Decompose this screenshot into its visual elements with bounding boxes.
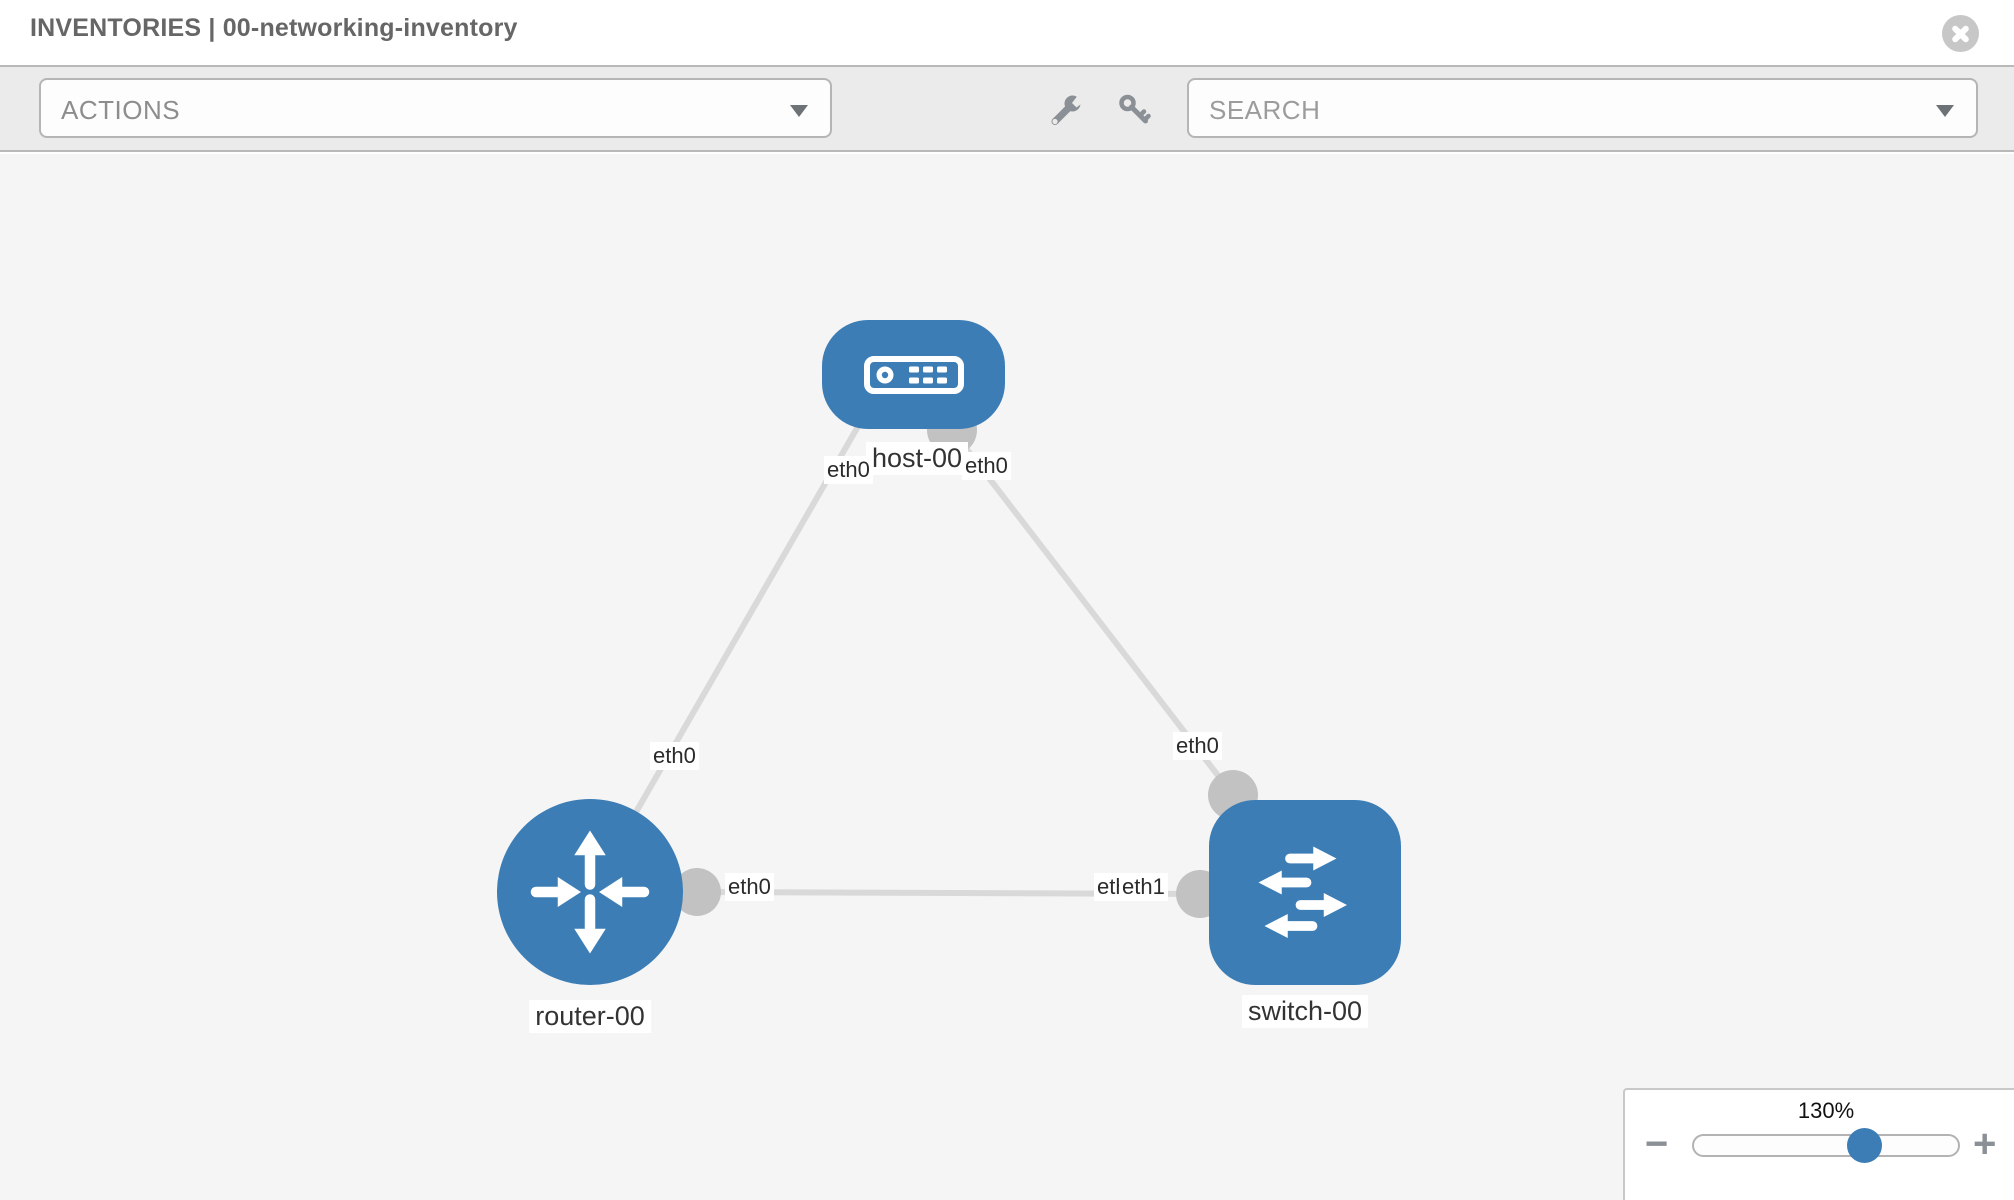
node-host-00[interactable] xyxy=(822,320,1005,429)
topology-links xyxy=(587,406,1236,897)
key-icon[interactable] xyxy=(1117,93,1153,129)
interface-label-eth0: eth0 xyxy=(962,452,1011,480)
page-title: INVENTORIES | 00-networking-inventory xyxy=(30,14,518,42)
interface-label-eth0: eth0 xyxy=(824,456,873,484)
interface-label-eth0: eth0 xyxy=(1173,732,1222,760)
topology-canvas[interactable]: host-00 router-00 switch-00 eth0 eth0 et… xyxy=(0,154,2014,1200)
host-icon xyxy=(863,355,964,394)
interface-label-eth0: eth0 xyxy=(725,873,774,901)
interface-label-eth1: eth1 xyxy=(1119,873,1168,901)
zoom-slider-knob[interactable] xyxy=(1847,1128,1882,1163)
router-icon xyxy=(530,830,650,954)
wrench-icon[interactable] xyxy=(1047,93,1083,129)
search-dropdown[interactable]: SEARCH xyxy=(1187,78,1978,138)
node-switch-00[interactable] xyxy=(1209,800,1401,985)
switch-icon xyxy=(1258,846,1347,938)
node-label-host: host-00 xyxy=(865,442,969,475)
node-router-00[interactable] xyxy=(497,799,683,985)
node-label-router: router-00 xyxy=(529,1000,651,1033)
zoom-level-value: 130% xyxy=(1797,1098,1855,1123)
zoom-slider-track[interactable] xyxy=(1692,1134,1960,1157)
chevron-down-icon xyxy=(1936,105,1954,117)
close-button[interactable] xyxy=(1942,15,1979,52)
header-bar: INVENTORIES | 00-networking-inventory xyxy=(0,0,2014,67)
zoom-control-panel: 130% − + xyxy=(1623,1088,2014,1200)
interface-label-eth0: eth0 xyxy=(650,742,699,770)
zoom-out-button[interactable]: − xyxy=(1645,1122,1669,1166)
toolbar: ACTIONS SEARCH xyxy=(0,67,2014,152)
zoom-in-button[interactable]: + xyxy=(1973,1122,1997,1166)
search-dropdown-label: SEARCH xyxy=(1209,95,1321,125)
node-label-switch: switch-00 xyxy=(1241,995,1369,1028)
actions-dropdown-label: ACTIONS xyxy=(61,95,181,125)
actions-dropdown[interactable]: ACTIONS xyxy=(39,78,832,138)
chevron-down-icon xyxy=(790,105,808,117)
